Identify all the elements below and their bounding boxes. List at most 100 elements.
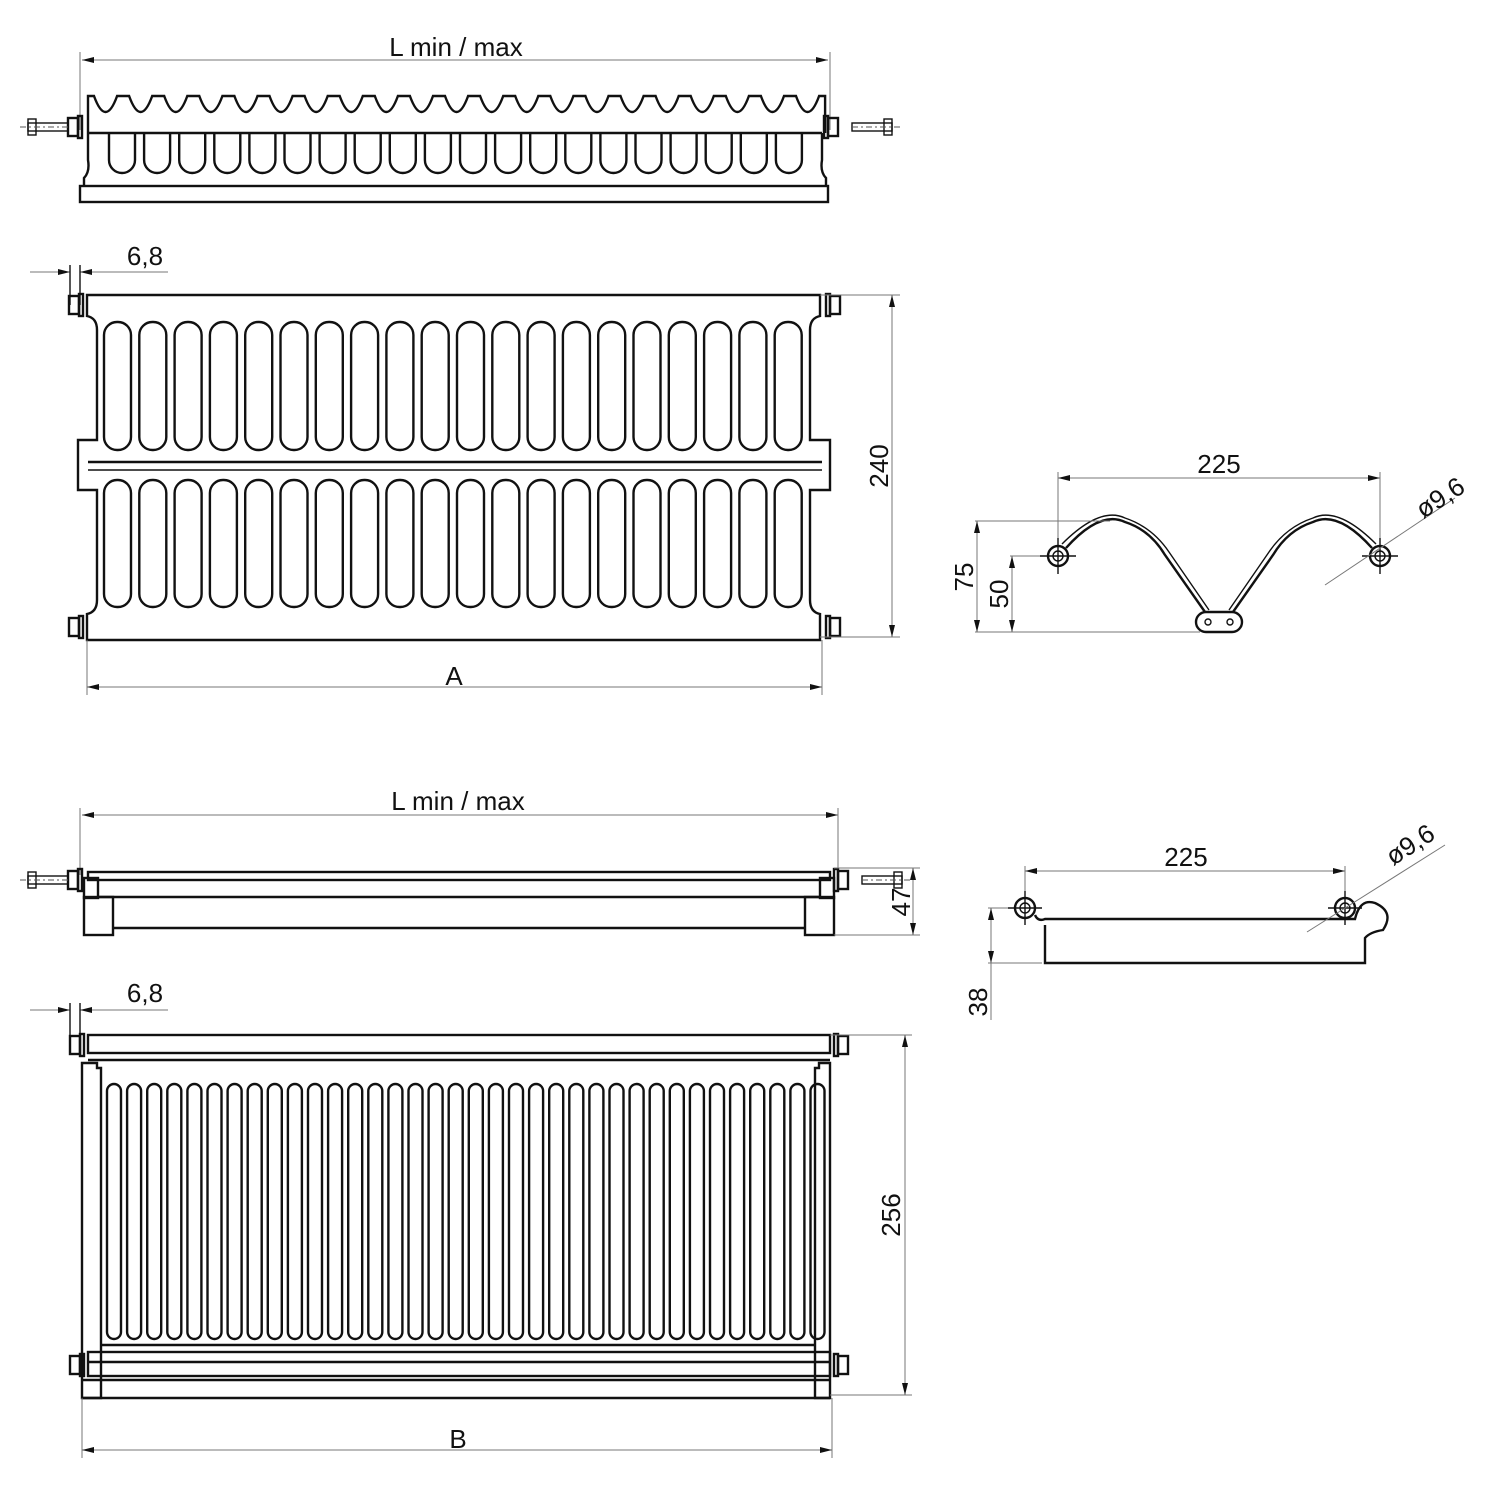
slots	[102, 320, 803, 609]
diameter-label: ø9,6	[1410, 471, 1470, 524]
bolt-nut	[828, 294, 842, 316]
slot	[138, 478, 168, 609]
slot	[347, 1082, 364, 1341]
slot	[789, 1082, 806, 1341]
slot	[527, 1082, 545, 1341]
slot	[246, 1082, 263, 1341]
slot	[455, 320, 486, 452]
scalloped-rail	[82, 94, 828, 186]
length-label: L min / max	[389, 32, 522, 62]
plate-loop	[107, 133, 137, 175]
lower-profile-view: 225 ø9,6 38	[963, 818, 1446, 1020]
bolt-nut	[68, 1354, 82, 1376]
slot	[314, 478, 344, 609]
slot	[773, 478, 803, 609]
slot	[243, 320, 274, 452]
slot	[226, 1082, 243, 1341]
bolt-washer	[77, 292, 85, 318]
wire-arc-right-edge	[1228, 514, 1377, 611]
slot	[367, 1082, 384, 1341]
wire-arc-left-edge	[1061, 514, 1210, 611]
plate-loop	[178, 133, 207, 175]
bolt-washer	[76, 114, 84, 140]
slot	[420, 320, 450, 452]
height-label: 38	[963, 988, 993, 1017]
frame-ends	[82, 133, 828, 186]
length-label: L min / max	[391, 786, 524, 816]
slot	[702, 478, 733, 609]
bolts	[68, 1032, 850, 1378]
bolt-right	[822, 114, 902, 140]
diameter-leader	[1324, 497, 1456, 586]
width-label: B	[449, 1424, 466, 1454]
slot	[628, 1082, 645, 1341]
top-bar	[86, 870, 832, 882]
slot	[326, 1082, 344, 1341]
bottom-bar	[86, 1350, 832, 1378]
bottom-clip	[1194, 610, 1244, 634]
bolt-nut	[836, 1354, 850, 1376]
plate-loop	[634, 133, 663, 175]
slot	[306, 1082, 324, 1341]
bolt-nut	[66, 869, 80, 891]
slot	[491, 478, 521, 609]
slot	[407, 1082, 424, 1341]
plate-loop	[423, 133, 453, 175]
plate-loop	[458, 133, 488, 175]
width-label: A	[445, 661, 463, 691]
slot	[173, 320, 203, 452]
slot	[455, 478, 486, 609]
slot	[385, 320, 415, 452]
end-foot	[82, 895, 115, 937]
bolt-washer	[78, 1352, 86, 1378]
bolt-washer	[76, 867, 84, 893]
slot	[608, 1082, 625, 1341]
offset-label: 6,8	[127, 978, 163, 1008]
upper-plan-view: 6,8 240 A	[30, 241, 900, 695]
slot	[668, 1082, 685, 1341]
side-frame-right	[813, 1061, 832, 1400]
slot	[467, 1082, 484, 1341]
bolt-washer	[822, 114, 830, 140]
bolt-washer	[77, 614, 85, 640]
bolt-nut	[66, 116, 80, 138]
slot	[266, 1082, 283, 1341]
slot	[243, 478, 274, 609]
bolts	[67, 292, 842, 640]
diameter-leader	[1306, 844, 1446, 933]
slot	[447, 1082, 464, 1341]
slots	[105, 1082, 826, 1341]
tray-profile	[1033, 900, 1389, 965]
slot	[145, 1082, 163, 1341]
slot	[526, 320, 556, 452]
slot	[102, 320, 133, 452]
offset-label: 6,8	[127, 241, 163, 271]
side-frame-left	[80, 1061, 103, 1400]
wire-arc-left	[1065, 517, 1206, 613]
slot	[648, 1082, 665, 1341]
slot	[769, 1082, 786, 1341]
bolt-washer	[824, 614, 832, 640]
bottom-elevation-view: L min / max 47	[20, 786, 920, 937]
bolt-washer	[832, 1352, 840, 1378]
upper-profile-view: 225 ø9,6 75 50	[949, 449, 1470, 634]
slot	[667, 320, 697, 452]
slot	[588, 1082, 605, 1341]
top-bar	[86, 1033, 832, 1055]
end-foot	[803, 895, 836, 937]
rack-frame	[76, 293, 832, 642]
slot	[102, 478, 133, 609]
plate-loop	[599, 133, 628, 175]
slot	[749, 1082, 766, 1341]
plate-loop	[388, 133, 417, 175]
lower-plan-view: 6,8 256 B	[30, 978, 912, 1458]
bolt-nut	[68, 1034, 82, 1056]
slot	[125, 1082, 143, 1341]
plate-loop	[564, 133, 593, 175]
bolt-washer	[824, 292, 832, 318]
slot	[548, 1082, 565, 1341]
slot	[208, 320, 239, 452]
bolt-nut	[67, 616, 81, 638]
slot	[349, 320, 380, 452]
slot	[688, 1082, 706, 1341]
